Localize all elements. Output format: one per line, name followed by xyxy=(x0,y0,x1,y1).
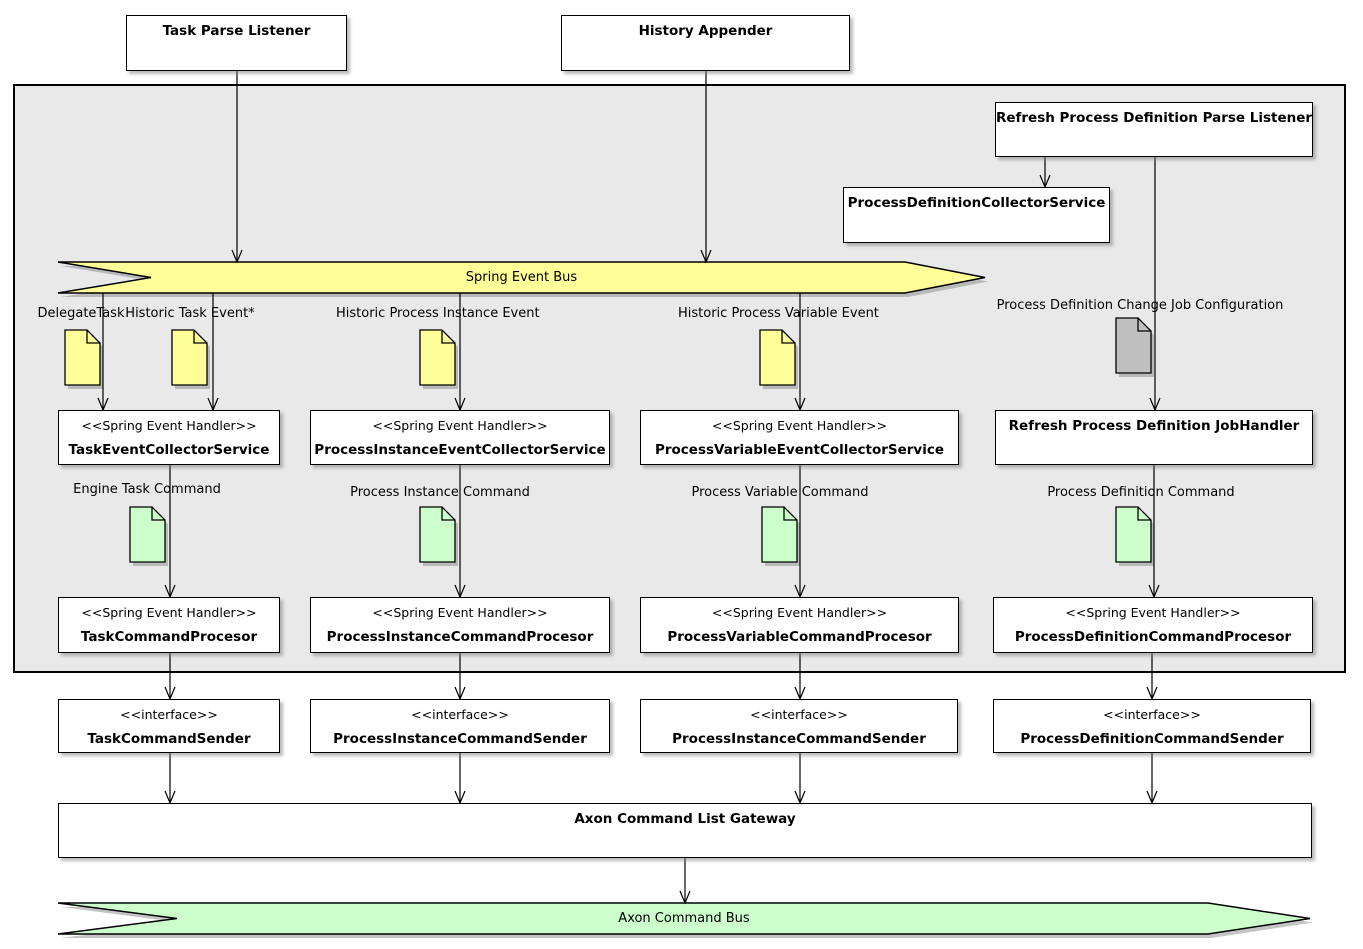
node-title: ProcessInstanceCommandSender xyxy=(333,731,587,747)
iface-task-command-sender: <<interface>> TaskCommandSender xyxy=(58,699,280,753)
node-title: Task Parse Listener xyxy=(162,23,311,39)
node-title: ProcessDefinitionCommandProcesor xyxy=(1014,629,1292,645)
node-title: Axon Command List Gateway xyxy=(574,811,796,827)
node-title: ProcessDefinitionCommandSender xyxy=(1020,731,1284,747)
connector-task-parse-listener-to-bus xyxy=(231,71,243,264)
node-title: ProcessVariableCommandProcesor xyxy=(667,629,932,645)
stereotype: <<interface>> xyxy=(750,707,848,722)
iface-process-definition-command-sender: <<interface>> ProcessDefinitionCommandSe… xyxy=(993,699,1311,753)
stereotype: <<interface>> xyxy=(411,707,509,722)
node-title: ProcessInstanceCommandProcesor xyxy=(326,629,594,645)
stereotype: <<Spring Event Handler>> xyxy=(711,418,888,433)
stereotype: <<Spring Event Handler>> xyxy=(372,605,548,620)
node-refresh-process-definition-parse-listener: Refresh Process Definition Parse Listene… xyxy=(995,102,1313,157)
spring-context-frame xyxy=(13,84,1346,673)
node-title: TaskCommandSender xyxy=(87,731,251,747)
node-history-appender: History Appender xyxy=(561,15,850,71)
node-title: ProcessInstanceEventCollectorService xyxy=(314,442,606,458)
node-task-command-procesor: <<Spring Event Handler>> TaskCommandProc… xyxy=(58,597,280,653)
node-process-instance-command-procesor: <<Spring Event Handler>> ProcessInstance… xyxy=(310,597,610,653)
process-definition-command-label: Process Definition Command xyxy=(1047,485,1235,500)
stereotype: <<Spring Event Handler>> xyxy=(81,605,257,620)
node-title: Refresh Process Definition JobHandler xyxy=(1008,418,1300,434)
node-process-definition-collector-service: ProcessDefinitionCollectorService xyxy=(843,187,1110,243)
node-title: History Appender xyxy=(638,23,773,39)
node-title: ProcessInstanceCommandSender xyxy=(672,731,926,747)
node-task-parse-listener: Task Parse Listener xyxy=(126,15,347,71)
stereotype: <<Spring Event Handler>> xyxy=(711,605,888,620)
node-process-variable-event-collector-service: <<Spring Event Handler>> ProcessVariable… xyxy=(640,410,959,465)
node-title: ProcessVariableEventCollectorService xyxy=(654,442,945,458)
iface-process-instance-command-sender-1: <<interface>> ProcessInstanceCommandSend… xyxy=(310,699,610,753)
stereotype: <<Spring Event Handler>> xyxy=(81,418,257,433)
process-instance-command-label: Process Instance Command xyxy=(350,485,530,500)
process-definition-change-job-configuration-label: Process Definition Change Job Configurat… xyxy=(996,298,1284,313)
axon-command-bus-banner xyxy=(57,902,1313,938)
connector-task-sender-to-gateway xyxy=(164,753,176,805)
stereotype: <<Spring Event Handler>> xyxy=(1065,605,1241,620)
connector-gateway-to-axon-bus xyxy=(679,858,691,905)
connector-definition-sender-to-gateway xyxy=(1146,753,1158,805)
historic-process-variable-event-label: Historic Process Variable Event xyxy=(678,306,879,321)
axon-command-bus-label: Axon Command Bus xyxy=(618,911,750,926)
spring-event-bus-label: Spring Event Bus xyxy=(465,270,578,285)
spring-event-bus-banner xyxy=(57,261,988,297)
stereotype: <<interface>> xyxy=(120,707,218,722)
node-refresh-process-definition-job-handler: Refresh Process Definition JobHandler xyxy=(995,410,1313,465)
node-axon-command-list-gateway: Axon Command List Gateway xyxy=(58,803,1312,858)
connector-history-appender-to-bus xyxy=(700,71,712,264)
stereotype: <<interface>> xyxy=(1103,707,1201,722)
connector-variable-sender-to-gateway xyxy=(794,753,806,805)
process-variable-command-label: Process Variable Command xyxy=(691,485,869,500)
node-process-instance-event-collector-service: <<Spring Event Handler>> ProcessInstance… xyxy=(310,410,610,465)
stereotype: <<Spring Event Handler>> xyxy=(372,418,548,433)
node-title: TaskEventCollectorService xyxy=(68,442,270,458)
delegate-task-label: DelegateTask xyxy=(37,306,125,321)
historic-task-event-label: Historic Task Event* xyxy=(125,306,255,321)
historic-process-instance-event-label: Historic Process Instance Event xyxy=(336,306,540,321)
node-process-variable-command-procesor: <<Spring Event Handler>> ProcessVariable… xyxy=(640,597,959,653)
node-process-definition-command-procesor: <<Spring Event Handler>> ProcessDefiniti… xyxy=(993,597,1313,653)
node-task-event-collector-service: <<Spring Event Handler>> TaskEventCollec… xyxy=(58,410,280,465)
node-title: TaskCommandProcesor xyxy=(80,629,258,645)
iface-process-instance-command-sender-2: <<interface>> ProcessInstanceCommandSend… xyxy=(640,699,958,753)
node-title: ProcessDefinitionCollectorService xyxy=(847,195,1106,211)
engine-task-command-label: Engine Task Command xyxy=(73,482,221,497)
connector-instance-sender-to-gateway xyxy=(454,753,466,805)
node-title: Refresh Process Definition Parse Listene… xyxy=(995,110,1313,126)
